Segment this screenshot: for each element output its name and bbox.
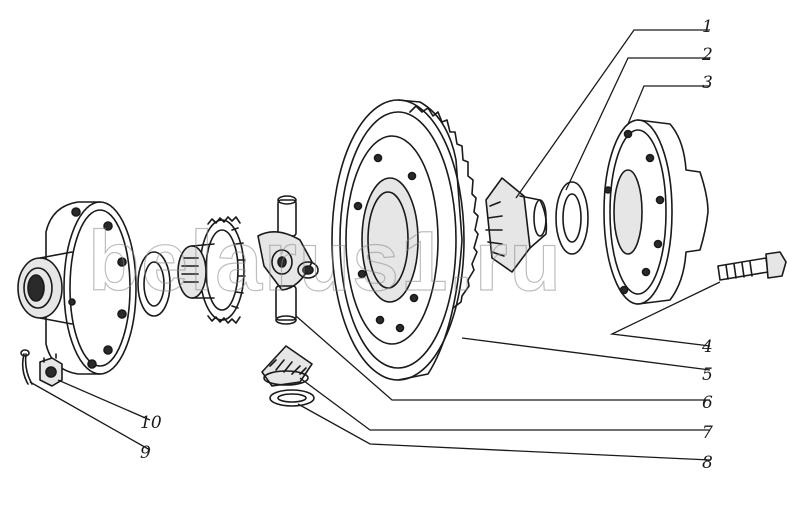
callout-10: 10: [140, 413, 162, 433]
pinion-thrust-washer: [269, 389, 315, 407]
callout-3: 3: [702, 73, 713, 93]
castle-nut: [39, 353, 63, 387]
leader-line-3: [627, 85, 710, 125]
watermark: belarus1.ru: [88, 214, 563, 308]
leader-line-9: [29, 381, 151, 451]
pinion-cross-shaft: [257, 195, 319, 325]
left-side-gear: [177, 216, 246, 324]
callout-2: 2: [701, 45, 713, 65]
leader-lines: [29, 29, 721, 461]
left-housing-cup: [17, 201, 137, 375]
leader-line-10: [57, 379, 151, 421]
differential-pinion-gear: [261, 345, 313, 387]
cotter-pin: [20, 349, 33, 385]
leader-line-8: [297, 403, 711, 461]
leader-line-2: [565, 57, 710, 191]
right-thrust-washer: [555, 181, 589, 255]
large-ring-gear: [331, 99, 479, 381]
right-side-gear: [485, 177, 548, 273]
callout-4: 4: [701, 337, 713, 357]
leader-line-5: [461, 337, 711, 371]
callout-8: 8: [702, 453, 713, 473]
leader-line-6: [295, 315, 710, 401]
callout-7: 7: [702, 423, 713, 443]
housing-bolt: [717, 251, 787, 281]
callout-labels: 1 2 3 4 5 6 7 8 9 10: [140, 17, 713, 473]
callout-1: 1: [702, 17, 713, 37]
leader-line-4a: [609, 281, 721, 347]
right-housing-cup: [603, 119, 709, 305]
left-thrust-washer: [137, 251, 171, 317]
callout-9: 9: [140, 443, 151, 463]
callout-6: 6: [702, 393, 713, 413]
leader-line-7: [299, 377, 710, 431]
leader-line-1: [515, 29, 710, 199]
callout-5: 5: [702, 365, 713, 385]
